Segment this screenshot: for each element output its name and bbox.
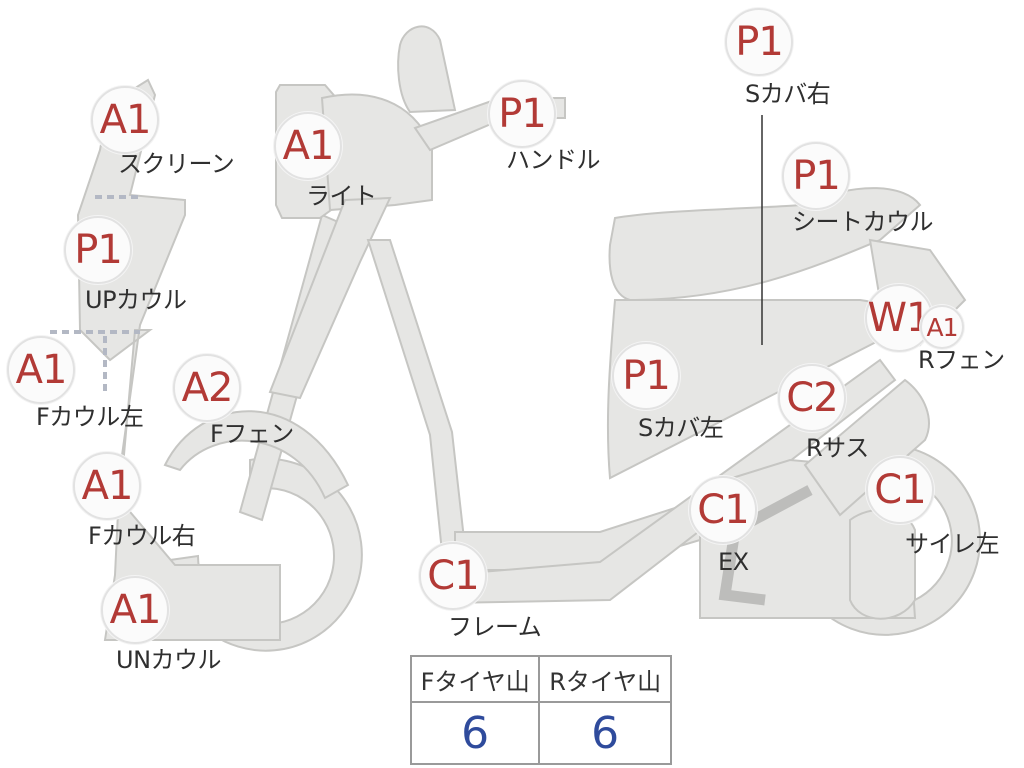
label-up-cowl: UPカウル — [85, 286, 187, 314]
grade-badge-handle: P1 — [488, 80, 556, 148]
grade-badge-f-fender: A2 — [173, 354, 241, 422]
grade-badge-muffler-left: C1 — [866, 456, 934, 524]
grade-badge-r-fender-sub: A1 — [920, 305, 964, 349]
label-f-cowl-right: Fカウル右 — [88, 522, 196, 550]
label-light: ライト — [306, 182, 377, 210]
label-handle: ハンドル — [506, 146, 601, 174]
rear-tread-header: Rタイヤ山 — [538, 655, 672, 703]
headset — [320, 93, 433, 212]
label-r-fender: Rフェン — [918, 346, 1005, 374]
label-un-cowl: UNカウル — [116, 646, 222, 674]
exhaust-pipe — [718, 485, 813, 606]
grade-badge-seat-cowl: P1 — [782, 142, 850, 210]
tire-tread-table: Fタイヤ山 Rタイヤ山 6 6 — [409, 655, 672, 765]
grade-badge-un-cowl: A1 — [101, 576, 169, 644]
label-seat-cowl: シートカウル — [792, 208, 934, 236]
front-tread-value: 6 — [409, 701, 541, 765]
label-side-cover-left: Sカバ左 — [638, 414, 724, 442]
grade-badge-up-cowl: P1 — [64, 216, 132, 284]
grade-badge-screen: A1 — [91, 86, 159, 154]
grade-badge-ex: C1 — [689, 476, 757, 544]
rear-shock — [803, 378, 930, 517]
grade-badge-side-cover-left: P1 — [612, 342, 680, 410]
muffler — [849, 508, 916, 620]
front-tread-header: Fタイヤ山 — [409, 655, 541, 703]
label-side-cover-right: Sカバ右 — [745, 80, 831, 108]
label-ex: EX — [718, 548, 749, 576]
label-screen: スクリーン — [118, 150, 235, 178]
windshield — [397, 25, 457, 114]
grade-badge-f-cowl-right: A1 — [73, 452, 141, 520]
seat — [608, 187, 922, 302]
label-muffler-left: サイレ左 — [905, 530, 1000, 558]
grade-badge-f-cowl-left: A1 — [7, 336, 75, 404]
grade-badge-r-sus: C2 — [778, 364, 846, 432]
rear-tread-value: 6 — [538, 701, 672, 765]
grade-badge-frame: C1 — [419, 542, 487, 610]
grade-badge-light: A1 — [274, 112, 342, 180]
grade-badge-side-cover-right: P1 — [725, 8, 793, 76]
label-f-fender: Fフェン — [210, 420, 294, 448]
frame-tube — [366, 239, 467, 554]
label-f-cowl-left: Fカウル左 — [36, 403, 144, 431]
steering-tube — [268, 196, 392, 400]
label-frame: フレーム — [448, 613, 542, 641]
label-r-sus: Rサス — [806, 434, 869, 462]
